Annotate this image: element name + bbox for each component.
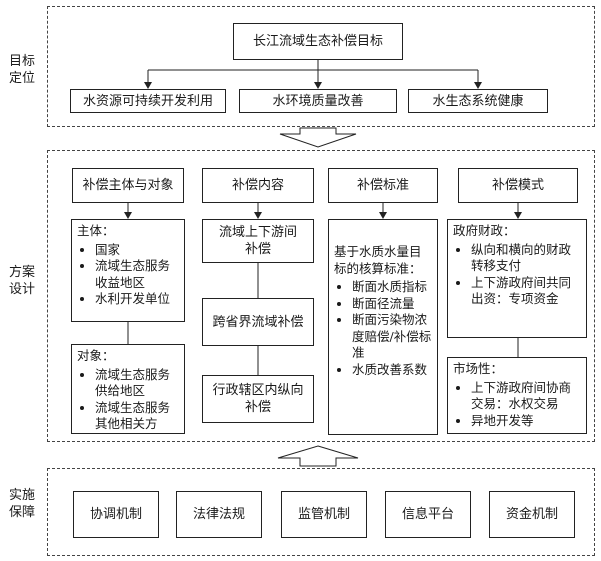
header-subject-object: 补偿主体与对象 [72, 168, 184, 203]
content-cross-province: 跨省界流域补偿 [202, 298, 314, 346]
list-item: 异地开发等 [471, 413, 581, 430]
header-mode: 补偿模式 [458, 168, 578, 203]
list-item: 断面水质指标 [352, 279, 432, 296]
impl-supervision: 监管机制 [281, 491, 367, 538]
arrowhead [314, 82, 322, 89]
header-content: 补偿内容 [202, 168, 314, 203]
section-label-goal: 目标 定位 [8, 54, 35, 86]
standard-intro: 基于水质水量目标的核算标准： [334, 244, 422, 276]
list-item: 流域生态服务供给地区 [95, 367, 179, 400]
subject-box: 主体： 国家 流域生态服务收益地区 水利开发单位 [71, 219, 185, 322]
list-item: 水利开发单位 [95, 291, 179, 308]
list-item: 上下游政府间协商交易：水权交易 [471, 380, 581, 413]
object-box: 对象： 流域生态服务供给地区 流域生态服务其他相关方 [71, 344, 185, 434]
arrowhead [379, 212, 387, 219]
object-title: 对象： [77, 348, 115, 363]
list-item: 断面污染物浓度赔偿/补偿标准 [352, 312, 432, 362]
arrowhead [474, 82, 482, 89]
section-label-plan: 方案 设计 [8, 265, 35, 297]
market-title: 市场性： [453, 361, 504, 376]
market-box: 市场性： 上下游政府间协商交易：水权交易 异地开发等 [447, 357, 587, 434]
list-item: 水质改善系数 [352, 362, 432, 379]
goal-item-water-ecosystem: 水生态系统健康 [408, 89, 548, 113]
gov-finance-box: 政府财政： 纵向和横向的财政转移支付 上下游政府间共同出资：专项资金 [447, 219, 587, 338]
impl-laws: 法律法规 [176, 491, 262, 538]
standard-box: 基于水质水量目标的核算标准： 断面水质指标 断面径流量 断面污染物浓度赔偿/补偿… [328, 219, 438, 435]
arrowhead [254, 212, 262, 219]
list-item: 国家 [95, 242, 179, 259]
header-standard: 补偿标准 [328, 168, 438, 203]
design-section-frame [47, 150, 595, 442]
list-item: 流域生态服务收益地区 [95, 258, 179, 291]
goal-item-water-resource: 水资源可持续开发利用 [70, 89, 226, 113]
section-label-impl: 实施 保障 [8, 488, 35, 520]
up-block-arrow [277, 445, 359, 467]
arrowhead [124, 212, 132, 219]
subject-title: 主体： [77, 223, 115, 238]
list-item: 断面径流量 [352, 296, 432, 313]
gov-finance-title: 政府财政： [453, 223, 516, 238]
implementation-section-frame [47, 468, 595, 556]
goal-section-frame [47, 6, 595, 127]
arrowhead [514, 212, 522, 219]
list-item: 上下游政府间共同出资：专项资金 [471, 275, 581, 308]
content-upstream-downstream: 流域上下游间补偿 [202, 219, 314, 263]
goal-top-box: 长江流域生态补偿目标 [233, 23, 403, 60]
list-item: 纵向和横向的财政转移支付 [471, 242, 581, 275]
content-vertical-admin: 行政辖区内纵向补偿 [202, 375, 314, 423]
impl-info-platform: 信息平台 [385, 491, 471, 538]
impl-funding: 资金机制 [489, 491, 575, 538]
impl-coordination: 协调机制 [73, 491, 159, 538]
goal-item-water-environment: 水环境质量改善 [239, 89, 397, 113]
list-item: 流域生态服务其他相关方 [95, 400, 179, 433]
down-block-arrow [279, 127, 357, 148]
arrowhead [144, 82, 152, 89]
